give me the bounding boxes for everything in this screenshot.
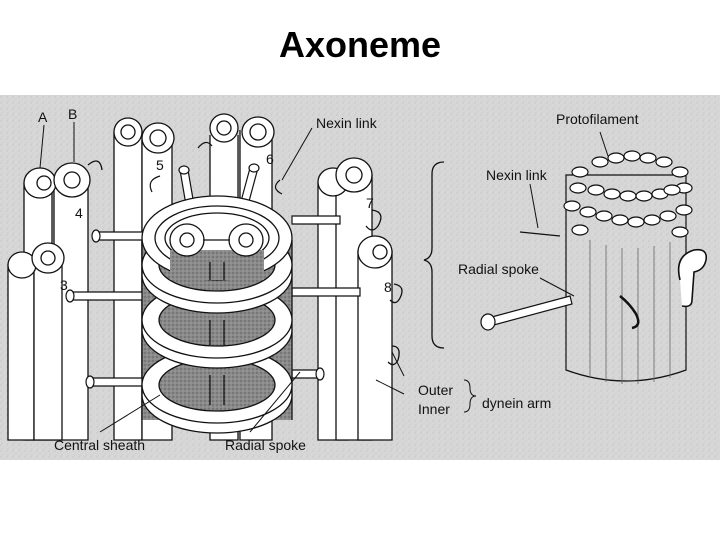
radial-spokes <box>65 141 361 389</box>
doublet-8 <box>357 235 403 441</box>
left-leaders <box>39 122 477 433</box>
right-leaders <box>529 131 609 297</box>
label-doublet-5: 5 <box>156 157 164 173</box>
label-doublet-a: A <box>38 109 48 125</box>
protofilament-cutaway <box>480 150 708 384</box>
label-doublet-6: 6 <box>266 151 274 167</box>
label-radial-spoke-right: Radial spoke <box>458 261 539 277</box>
label-doublet-b: B <box>68 106 77 122</box>
label-nexin-link-left: Nexin link <box>316 115 378 131</box>
label-inner: Inner <box>418 401 450 417</box>
slide-title: Axoneme <box>278 24 442 65</box>
label-dynein-arm: dynein arm <box>482 395 551 411</box>
doublet-3 <box>7 242 65 441</box>
central-sheath-stack <box>141 195 293 434</box>
label-radial-spoke-left: Radial spoke <box>225 437 306 453</box>
label-outer: Outer <box>418 382 453 398</box>
label-protofilament: Protofilament <box>556 111 639 127</box>
label-central-sheath: Central sheath <box>54 437 145 453</box>
zoom-bracket <box>423 161 445 349</box>
label-doublet-4: 4 <box>75 205 83 221</box>
label-nexin-link-right: Nexin link <box>486 167 548 183</box>
label-doublet-8: 8 <box>384 279 392 295</box>
label-doublet-7: 7 <box>366 195 374 211</box>
axoneme-cutaway <box>7 113 403 441</box>
axoneme-diagram: A B 4 3 5 6 7 8 Nexin link Central sheat… <box>0 95 720 460</box>
label-doublet-3: 3 <box>60 277 68 293</box>
